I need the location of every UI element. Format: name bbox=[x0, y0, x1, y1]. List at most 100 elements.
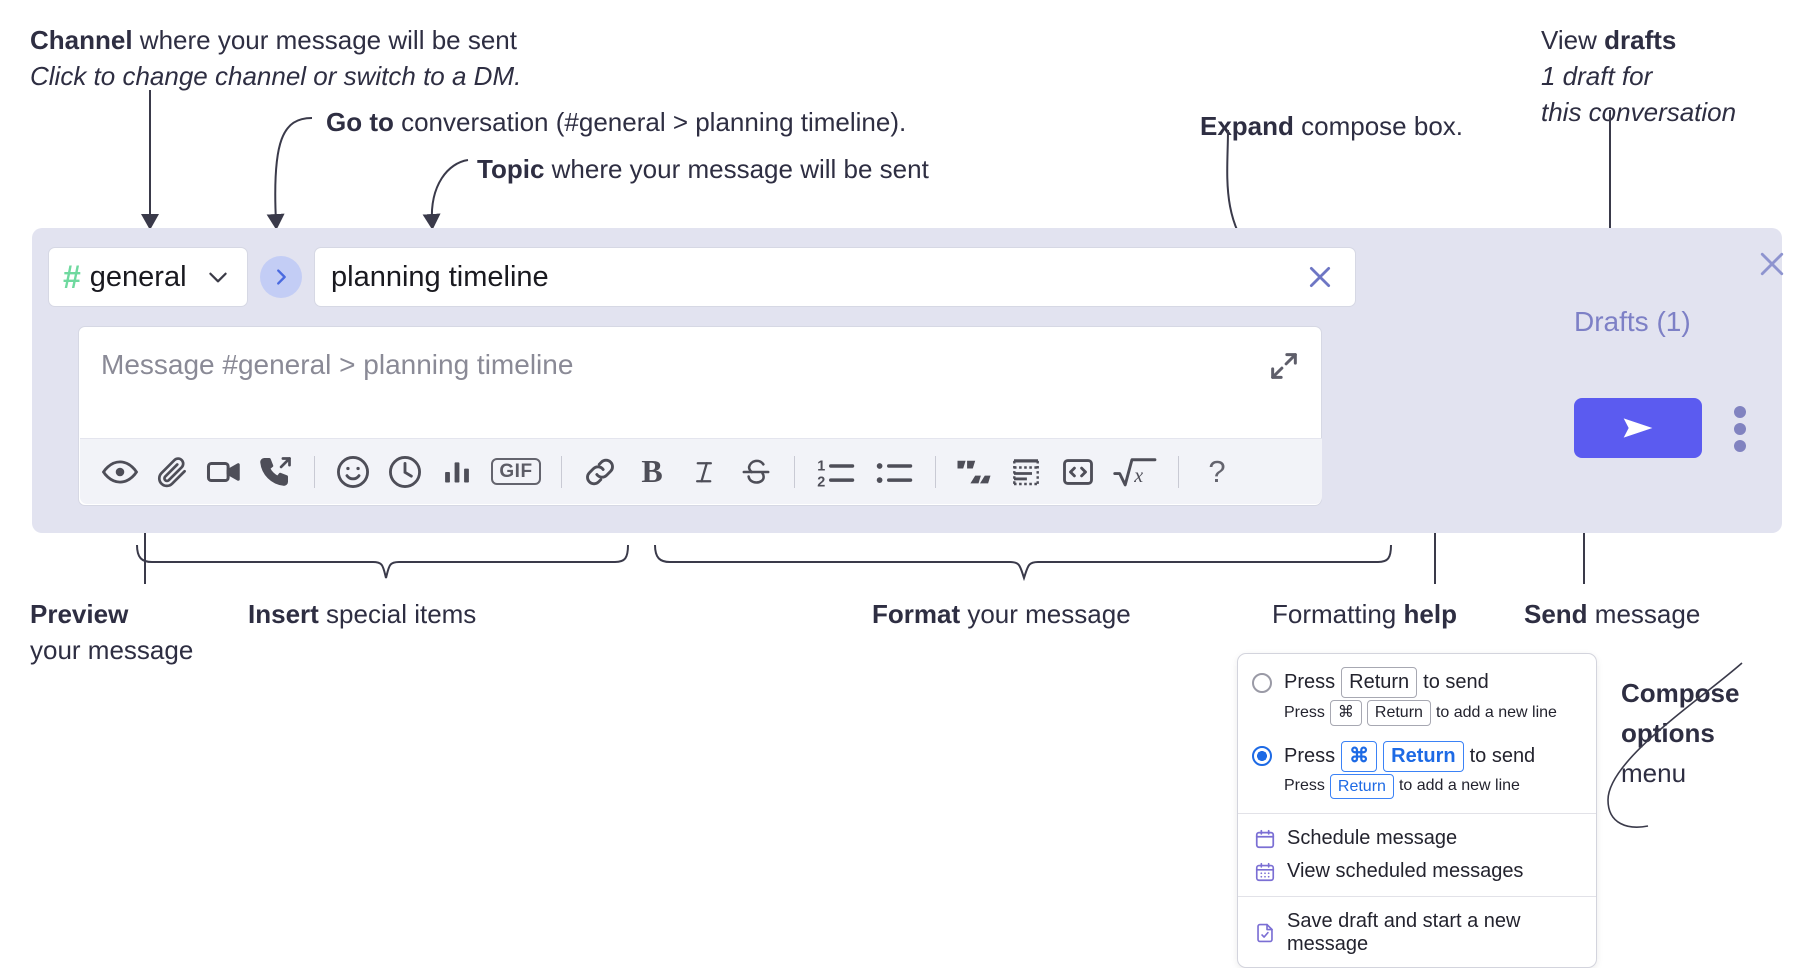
message-input-box[interactable]: Message #general > planning timeline bbox=[78, 326, 1322, 506]
ordered-list-icon[interactable]: 1 2 bbox=[807, 446, 865, 498]
menu-item-label: Save draft and start a new message bbox=[1287, 910, 1521, 956]
option-return-text: Press Return to send bbox=[1284, 667, 1489, 698]
drafts-link[interactable]: Drafts (1) bbox=[1574, 306, 1691, 337]
topic-input[interactable] bbox=[315, 259, 1355, 295]
message-placeholder: Message #general > planning timeline bbox=[101, 349, 574, 380]
toolbar-separator bbox=[314, 455, 315, 488]
expand-icon[interactable] bbox=[1267, 349, 1301, 383]
radio-selected-icon[interactable] bbox=[1252, 746, 1272, 767]
kbd-return: Return bbox=[1383, 740, 1464, 772]
annotation-compose-options-line3: menu bbox=[1621, 758, 1687, 788]
emoji-icon[interactable] bbox=[327, 446, 379, 498]
channel-picker-button[interactable]: # general bbox=[48, 247, 248, 307]
menu-item-label: Schedule message bbox=[1287, 827, 1458, 850]
preview-icon[interactable] bbox=[94, 446, 146, 498]
kbd-return: Return bbox=[1341, 667, 1418, 698]
go-to-conversation-button[interactable] bbox=[260, 256, 302, 298]
svg-text:1: 1 bbox=[817, 458, 825, 474]
svg-text:2: 2 bbox=[817, 474, 825, 490]
annotation-topic-rest: where your message will be sent bbox=[544, 154, 929, 184]
annotated-compose-screenshot: Channel where your message will be sent … bbox=[30, 22, 1790, 968]
annotation-format: Format your message bbox=[872, 596, 1131, 632]
bullet-list-icon[interactable] bbox=[865, 446, 923, 498]
svg-text:x: x bbox=[1133, 464, 1143, 486]
annotation-topic-bold: Topic bbox=[477, 154, 545, 184]
annotation-preview: Preview your message bbox=[30, 596, 193, 668]
inline-code-icon[interactable] bbox=[1052, 446, 1104, 498]
annotation-preview-line2: your message bbox=[30, 635, 194, 665]
clear-topic-icon[interactable] bbox=[1303, 260, 1337, 294]
kbd-command: ⌘ bbox=[1329, 700, 1362, 726]
annotation-compose-options-line1: Compose bbox=[1621, 678, 1740, 708]
toolbar-separator bbox=[935, 455, 936, 488]
hash-icon: # bbox=[63, 259, 81, 295]
help-icon[interactable]: ? bbox=[1191, 446, 1243, 498]
annotation-help-bold: help bbox=[1403, 599, 1457, 629]
strikethrough-icon[interactable] bbox=[730, 446, 782, 498]
bold-icon[interactable]: B bbox=[626, 446, 678, 498]
blockquote-icon[interactable] bbox=[948, 446, 1000, 498]
annotation-drafts: View drafts 1 draft for this conversatio… bbox=[1541, 22, 1736, 130]
option-cmd-return-text: Press ⌘ Return to send bbox=[1284, 740, 1536, 772]
annotation-compose-options-line2: options bbox=[1621, 718, 1715, 748]
annotation-drafts-plain: View bbox=[1541, 25, 1605, 55]
radio-unselected-icon[interactable] bbox=[1252, 672, 1272, 693]
annotation-preview-bold: Preview bbox=[30, 599, 129, 629]
italic-icon[interactable] bbox=[678, 446, 730, 498]
option-cmd-return-sub-text: Press Return to add a new line bbox=[1284, 773, 1520, 800]
option-cmd-return-sub-prefix: Press bbox=[1284, 777, 1325, 795]
annotation-channel-italic: Click to change channel or switch to a D… bbox=[30, 61, 522, 91]
bold-label: B bbox=[641, 453, 663, 489]
toolbar-separator bbox=[1178, 455, 1179, 488]
link-icon[interactable] bbox=[574, 446, 626, 498]
annotation-drafts-line2: 1 draft for bbox=[1541, 61, 1653, 91]
annotation-goto: Go to conversation (#general > planning … bbox=[326, 104, 906, 140]
annotation-send: Send message bbox=[1524, 596, 1700, 632]
annotation-expand-rest: compose box. bbox=[1293, 111, 1464, 141]
send-button[interactable] bbox=[1574, 398, 1702, 458]
menu-item-save-draft[interactable]: Save draft and start a new message bbox=[1238, 905, 1596, 961]
annotation-drafts-line3: this conversation bbox=[1541, 97, 1737, 127]
annotation-help: Formatting help bbox=[1272, 596, 1457, 632]
calendar-grid-icon bbox=[1254, 861, 1276, 883]
option-cmd-return-suffix: to send bbox=[1469, 744, 1536, 767]
option-cmd-return-sub-suffix: to add a new line bbox=[1398, 777, 1520, 795]
kbd-return: Return bbox=[1329, 773, 1394, 800]
menu-item-view-scheduled-messages[interactable]: View scheduled messages bbox=[1238, 855, 1596, 888]
annotation-channel-rest: where your message will be sent bbox=[132, 25, 517, 55]
more-options-icon[interactable] bbox=[1730, 406, 1750, 452]
option-cmd-return-prefix: Press bbox=[1284, 744, 1336, 767]
close-icon[interactable] bbox=[1754, 246, 1790, 282]
gif-icon[interactable]: GIF bbox=[483, 446, 549, 498]
math-icon[interactable]: x bbox=[1104, 446, 1166, 498]
topic-field-wrapper bbox=[314, 247, 1356, 307]
annotation-topic: Topic where your message will be sent bbox=[477, 151, 929, 187]
option-return-sub-text: Press ⌘ Return to add a new line bbox=[1284, 700, 1557, 726]
code-block-icon[interactable] bbox=[1000, 446, 1052, 498]
gif-label: GIF bbox=[491, 458, 541, 485]
annotation-expand-bold: Expand bbox=[1200, 111, 1294, 141]
compose-options-menu: Press Return to send Press ⌘ Return to a… bbox=[1237, 653, 1597, 968]
annotation-insert: Insert special items bbox=[248, 596, 476, 632]
menu-option-return-sub: Press ⌘ Return to add a new line bbox=[1238, 698, 1596, 732]
phone-forward-icon[interactable] bbox=[250, 446, 302, 498]
formatting-toolbar: GIF B bbox=[80, 438, 1322, 504]
menu-item-schedule-message[interactable]: Schedule message bbox=[1238, 822, 1596, 855]
annotation-send-rest: message bbox=[1587, 599, 1701, 629]
compose-main-column: # general bbox=[32, 228, 1552, 533]
annotation-channel-bold: Channel bbox=[30, 25, 133, 55]
menu-option-return-to-send[interactable]: Press Return to send bbox=[1238, 664, 1596, 698]
channel-name-label: general bbox=[89, 260, 187, 293]
menu-option-cmd-return-to-send[interactable]: Press ⌘ Return to send bbox=[1238, 732, 1596, 772]
attachment-icon[interactable] bbox=[146, 446, 198, 498]
kbd-return: Return bbox=[1366, 700, 1431, 726]
save-draft-icon bbox=[1254, 922, 1276, 944]
poll-icon[interactable] bbox=[431, 446, 483, 498]
menu-item-label: View scheduled messages bbox=[1287, 860, 1524, 883]
annotation-goto-rest: conversation (#general > planning timeli… bbox=[393, 107, 907, 137]
menu-option-cmd-return-sub: Press Return to add a new line bbox=[1238, 772, 1596, 806]
clock-icon[interactable] bbox=[379, 446, 431, 498]
annotation-help-plain: Formatting bbox=[1272, 599, 1404, 629]
annotation-compose-options: Compose options menu bbox=[1621, 673, 1739, 793]
video-icon[interactable] bbox=[198, 446, 250, 498]
